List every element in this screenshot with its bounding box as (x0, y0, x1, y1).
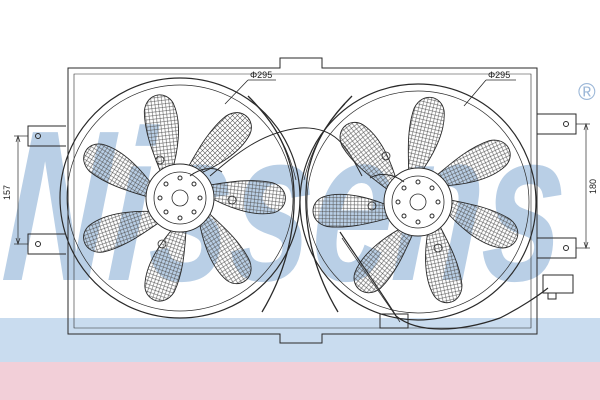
right-upper-bracket (537, 113, 577, 135)
right-lower-bracket (537, 237, 577, 259)
left-motor-hub (145, 163, 215, 233)
right-fan-diameter-label: Φ295 (488, 70, 510, 80)
left-lower-bracket (27, 233, 66, 255)
right-fan: Φ295 (299, 70, 537, 321)
wiring-clip (379, 313, 409, 329)
pink-band (0, 362, 600, 400)
blue-band (0, 318, 600, 362)
watermark-brand: Nissens (0, 85, 574, 326)
left-spacing-dimension (14, 134, 28, 246)
left-fan: Φ295 (59, 70, 301, 319)
left-upper-bracket (27, 125, 66, 147)
shroud-frame (67, 57, 538, 344)
electrical-connector (542, 274, 574, 294)
right-fan-ring (299, 83, 537, 321)
left-fan-diameter-label: Φ295 (250, 70, 272, 80)
right-spacing-label: 180 (588, 179, 598, 194)
right-spacing-dimension (576, 122, 590, 250)
registered-mark: ® (578, 79, 596, 106)
right-motor-hub (383, 167, 453, 237)
left-spacing-label: 157 (2, 185, 12, 200)
